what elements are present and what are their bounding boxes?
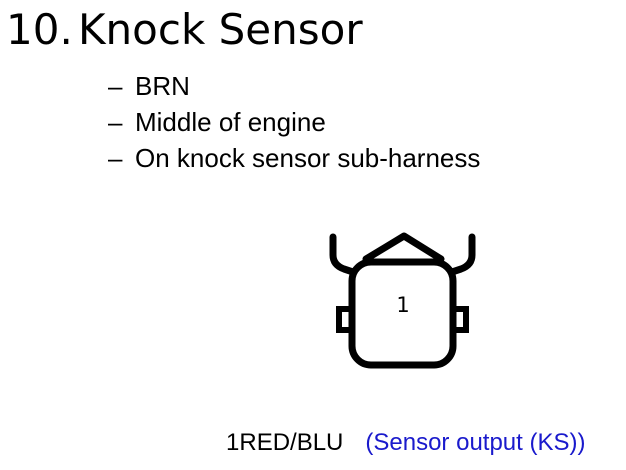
connector-right-hook	[445, 233, 476, 277]
slide-number: 10.	[6, 5, 73, 54]
bullet-item: –BRN	[108, 68, 480, 104]
bullet-list: –BRN –Middle of engine –On knock sensor …	[108, 68, 480, 176]
wire-color: RED/BLU	[239, 429, 344, 456]
bullet-dash: –	[108, 107, 123, 137]
bullet-item: –On knock sensor sub-harness	[108, 140, 480, 176]
connector-diagram	[329, 232, 476, 369]
bullet-item: –Middle of engine	[108, 104, 480, 140]
bullet-dash: –	[108, 71, 123, 101]
signal-description: (Sensor output (KS))	[365, 429, 586, 456]
slide-title-text: Knock Sensor	[78, 5, 363, 54]
bullet-text: Middle of engine	[135, 107, 326, 137]
slide-title: 10.Knock Sensor	[6, 4, 363, 56]
connector-key-ridge	[362, 232, 445, 263]
bullet-text: BRN	[135, 71, 190, 101]
bullet-dash: –	[108, 143, 123, 173]
pin-description-row: 1RED/BLU (Sensor output (KS))	[226, 428, 585, 458]
pin-number: 1	[226, 429, 240, 456]
connector-left-hook	[329, 233, 360, 277]
connector-body	[348, 258, 457, 369]
pin-number-label: 1	[396, 293, 410, 317]
bullet-text: On knock sensor sub-harness	[135, 143, 481, 173]
